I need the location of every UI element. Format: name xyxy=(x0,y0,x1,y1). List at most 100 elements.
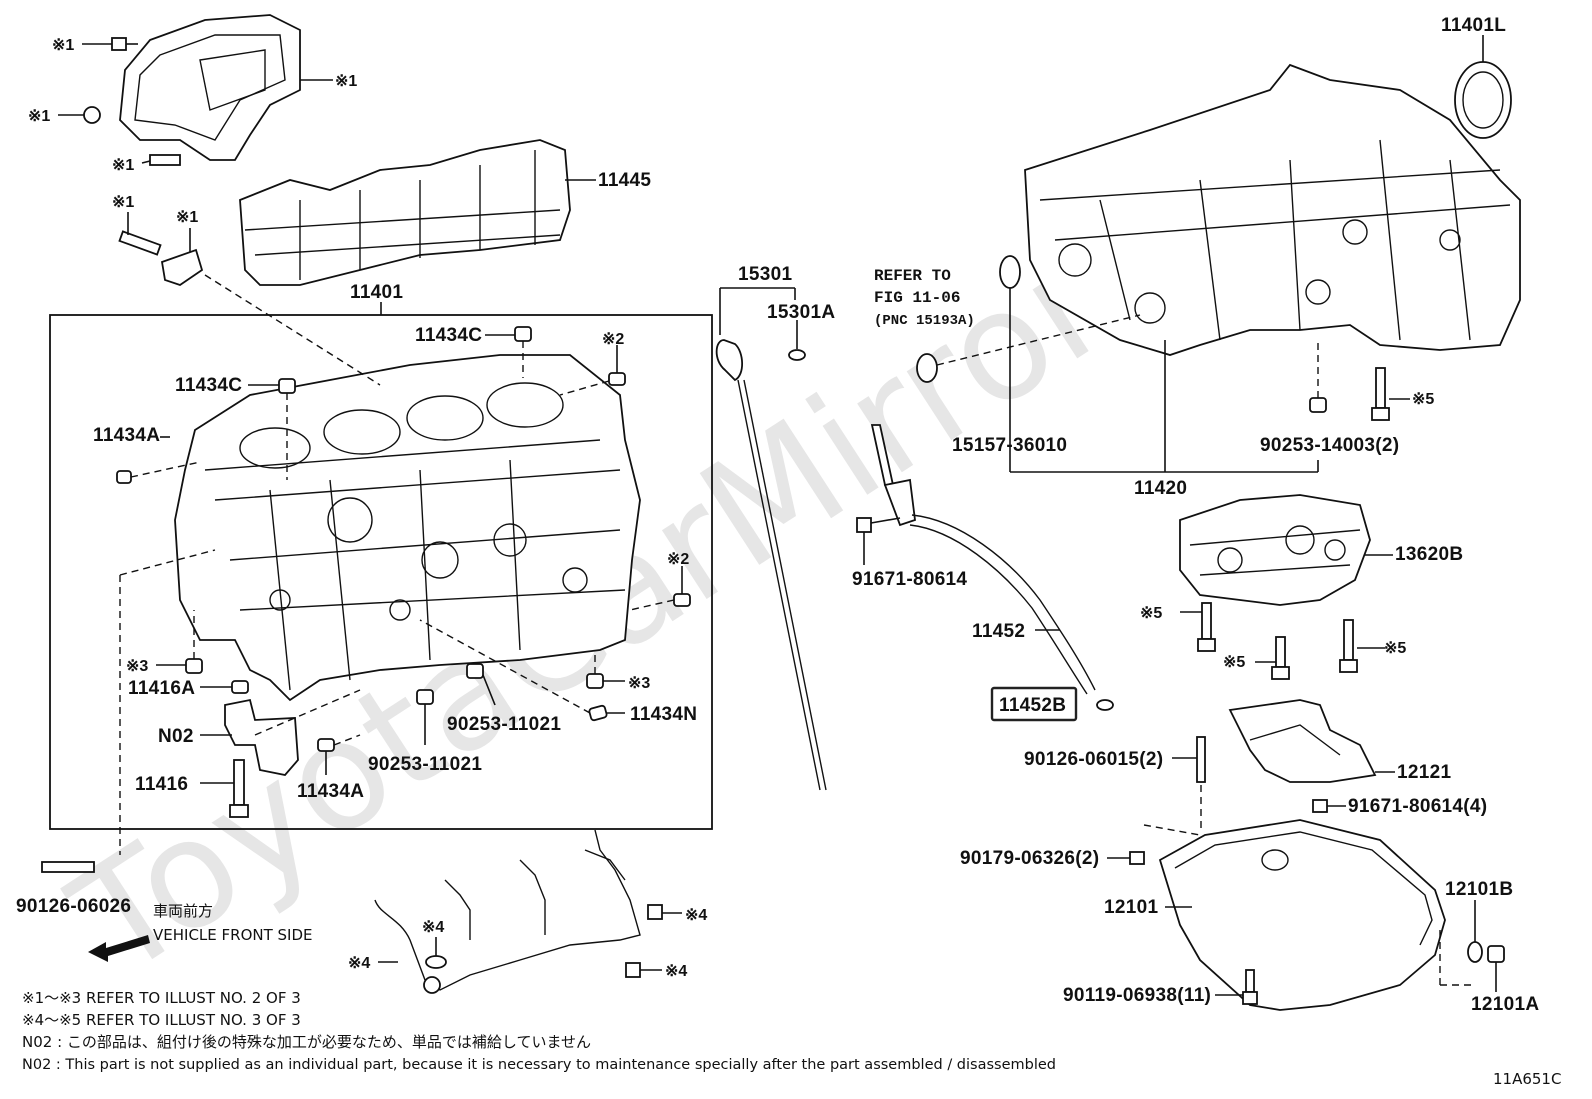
stud-90126-06015 xyxy=(1196,736,1206,783)
vehicle-front-arrow xyxy=(88,935,150,962)
dowel-11434a-left xyxy=(116,470,132,484)
label-91671-80614: 91671-80614 xyxy=(852,569,967,590)
label-15301a: 15301A xyxy=(767,302,835,323)
note-1: ※1～※3 REFER TO ILLUST NO. 2 OF 3 xyxy=(22,989,301,1007)
mark-1-d: ※1 xyxy=(112,157,134,174)
label-12101b: 12101B xyxy=(1445,879,1513,900)
label-90253-11021-a: 90253-11021 xyxy=(447,714,561,735)
bolt-91671-80614 xyxy=(856,517,872,533)
label-11434c-mid: 11434C xyxy=(175,375,242,396)
mark-5-a: ※5 xyxy=(1412,391,1434,408)
oil-pump xyxy=(1179,494,1371,606)
dowel-90253-14003 xyxy=(1309,397,1327,413)
label-11416: 11416 xyxy=(135,774,188,795)
oil-seal-11401l xyxy=(1454,61,1512,139)
o-ring-4 xyxy=(425,955,447,969)
pin-2-right xyxy=(673,593,691,607)
label-90253-11021-b: 90253-11021 xyxy=(368,754,482,775)
diagram-code: 11A651C xyxy=(1493,1070,1561,1088)
bolt-4-right xyxy=(647,904,663,920)
dowel-11434n xyxy=(588,704,608,722)
label-15301: 15301 xyxy=(738,264,792,285)
bearing-cap-n02 xyxy=(224,698,299,776)
pin-3-left xyxy=(185,658,203,674)
vehicle-front-en: VEHICLE FRONT SIDE xyxy=(153,926,313,944)
mark-5-c: ※5 xyxy=(1384,640,1406,657)
label-90126-06026: 90126-06026 xyxy=(16,896,131,917)
note-3: N02 : この部品は、組付け後の特殊な加工が必要なため、単品では補給していませ… xyxy=(22,1033,591,1051)
label-91671-80614-4: 91671-80614(4) xyxy=(1348,796,1487,817)
label-11434a-left: 11434A xyxy=(93,425,160,446)
mark-1-a: ※1 xyxy=(52,37,74,54)
sleeve-11416a xyxy=(231,680,249,694)
label-n02: N02 xyxy=(158,726,194,747)
o-ring-15301a xyxy=(788,349,806,361)
note-4: N02 : This part is not supplied as an in… xyxy=(22,1057,1056,1073)
bolt-5-crankcase xyxy=(1371,367,1390,421)
nut-small-1 xyxy=(83,106,101,124)
refer-line-2: FIG 11-06 xyxy=(874,289,960,307)
label-11420: 11420 xyxy=(1134,478,1187,499)
label-11434a-bottom: 11434A xyxy=(297,781,364,802)
bolt-5-a xyxy=(1197,602,1216,652)
stud-90126-06026 xyxy=(41,861,95,873)
refer-line-1: REFER TO xyxy=(874,267,951,285)
knock-sensor-1 xyxy=(160,248,204,286)
dowel-11434c-mid xyxy=(278,378,296,394)
label-11434c-top: 11434C xyxy=(415,325,482,346)
mark-1-c: ※1 xyxy=(28,108,50,125)
label-90126-06015: 90126-06015(2) xyxy=(1024,749,1163,770)
mark-4-a: ※4 xyxy=(422,919,444,936)
label-90253-14003: 90253-14003(2) xyxy=(1260,435,1399,456)
pin-3-right xyxy=(586,673,604,689)
drain-plug-12101a xyxy=(1487,945,1505,963)
oil-level-gauge xyxy=(715,339,827,791)
mark-2-b: ※2 xyxy=(667,551,689,568)
label-11452: 11452 xyxy=(972,621,1025,642)
label-11401: 11401 xyxy=(350,282,403,303)
vehicle-front-jp: 車両前方 xyxy=(153,902,213,920)
label-15157-36010: 15157-36010 xyxy=(952,435,1067,456)
bolt-5-b xyxy=(1271,636,1290,680)
label-12101: 12101 xyxy=(1104,897,1158,918)
dowel-11434a-bottom xyxy=(317,738,335,752)
label-11452b[interactable]: 11452B xyxy=(999,695,1066,716)
mark-4-b: ※4 xyxy=(685,907,707,924)
cylinder-block xyxy=(174,354,641,702)
label-11445: 11445 xyxy=(598,170,651,191)
oil-pan xyxy=(1158,819,1446,1011)
mark-1-b: ※1 xyxy=(335,73,357,90)
o-ring-15157 xyxy=(999,255,1021,289)
note-2: ※4～※5 REFER TO ILLUST NO. 3 OF 3 xyxy=(22,1011,301,1029)
mark-4-c: ※4 xyxy=(348,955,370,972)
label-11434n: 11434N xyxy=(630,704,697,725)
dowel-90253-b xyxy=(416,689,434,705)
label-90119-06938: 90119-06938(11) xyxy=(1063,985,1211,1006)
bolt-90119-06938 xyxy=(1242,969,1258,1005)
mark-3-a: ※3 xyxy=(126,658,148,675)
refer-line-3: (PNC 15193A) xyxy=(874,313,975,329)
label-12101a: 12101A xyxy=(1471,994,1539,1015)
drain-gasket-12101b xyxy=(1467,941,1483,963)
mark-3-b: ※3 xyxy=(628,675,650,692)
bolt-small-1 xyxy=(111,37,138,51)
mark-4-d: ※4 xyxy=(665,963,687,980)
mark-5-b: ※5 xyxy=(1140,605,1162,622)
bolt-4-lower xyxy=(625,962,641,978)
o-ring-11452b xyxy=(1096,699,1114,711)
label-11452b-box[interactable] xyxy=(990,686,1078,722)
bolt-angled-1 xyxy=(118,230,162,256)
stud-small-1 xyxy=(149,154,181,166)
pin-2-top xyxy=(608,372,626,386)
label-90179-06326: 90179-06326(2) xyxy=(960,848,1099,869)
label-12121: 12121 xyxy=(1397,762,1451,783)
label-13620b: 13620B xyxy=(1395,544,1463,565)
oil-level-gauge-guide xyxy=(870,424,1096,695)
oil-pan-baffle xyxy=(1228,699,1377,783)
bolt-5-c xyxy=(1339,619,1358,673)
water-jacket-spacer xyxy=(239,139,571,286)
mark-1-f: ※1 xyxy=(176,209,198,226)
dowel-11434c-top xyxy=(514,326,532,342)
bolt-91671-80614-4 xyxy=(1312,799,1328,813)
